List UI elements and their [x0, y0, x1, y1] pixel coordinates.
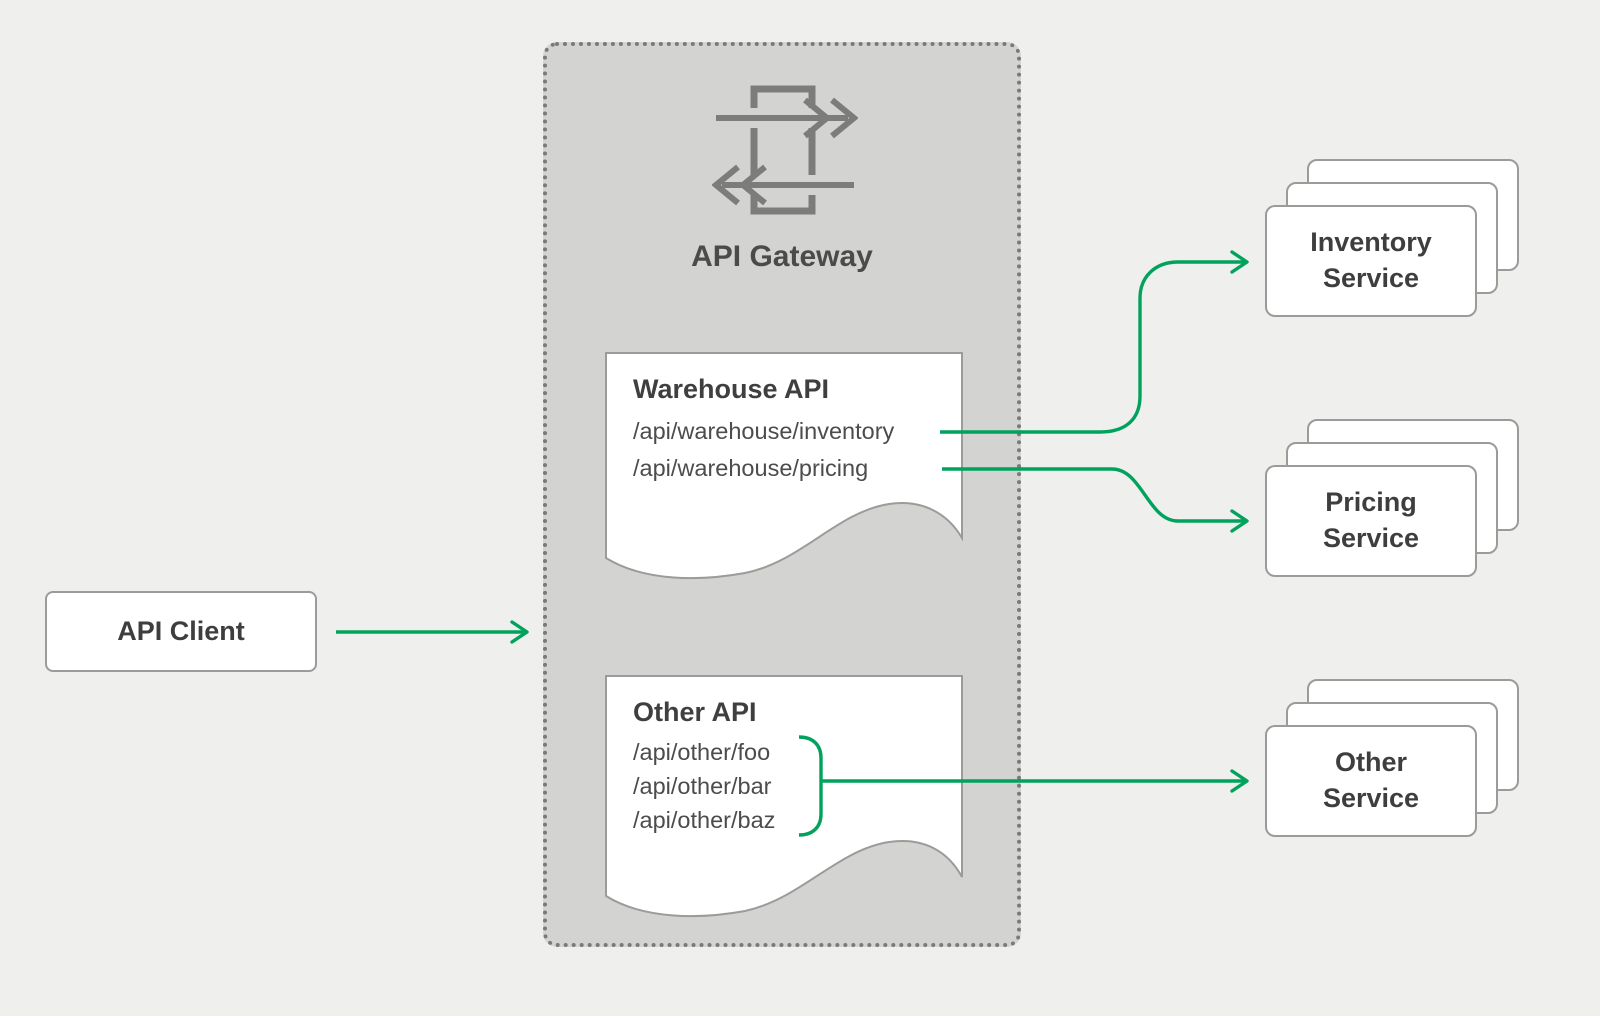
api-gateway-icon: [712, 85, 858, 215]
other-api-document: Other API /api/other/foo /api/other/bar …: [605, 675, 963, 923]
route-other-baz: /api/other/baz: [633, 807, 776, 833]
service-stack-pricing: Pricing Service: [1265, 419, 1520, 577]
api-client-label: API Client: [117, 616, 245, 646]
service-label-inventory: Inventory Service: [1310, 227, 1432, 293]
service-label-pricing: Pricing Service: [1322, 487, 1420, 553]
document-shape: [605, 675, 963, 918]
service-label-other: Other Service: [1322, 747, 1420, 813]
route-warehouse-pricing: /api/warehouse/pricing: [633, 455, 869, 481]
service-card-inventory: Inventory Service: [1265, 205, 1477, 317]
route-warehouse-inventory: /api/warehouse/inventory: [633, 418, 895, 444]
service-stack-other: Other Service: [1265, 679, 1520, 837]
warehouse-api-document: Warehouse API /api/warehouse/inventory /…: [605, 352, 963, 584]
route-other-bar: /api/other/bar: [633, 773, 772, 799]
service-card-other: Other Service: [1265, 725, 1477, 837]
service-card-pricing: Pricing Service: [1265, 465, 1477, 577]
service-stack-inventory: Inventory Service: [1265, 159, 1520, 317]
document-shape: [605, 352, 963, 580]
api-client-box: API Client: [45, 591, 317, 672]
other-api-title: Other API: [633, 697, 757, 727]
gateway-title: API Gateway: [691, 240, 873, 273]
route-other-foo: /api/other/foo: [633, 739, 771, 765]
warehouse-api-title: Warehouse API: [633, 374, 830, 404]
